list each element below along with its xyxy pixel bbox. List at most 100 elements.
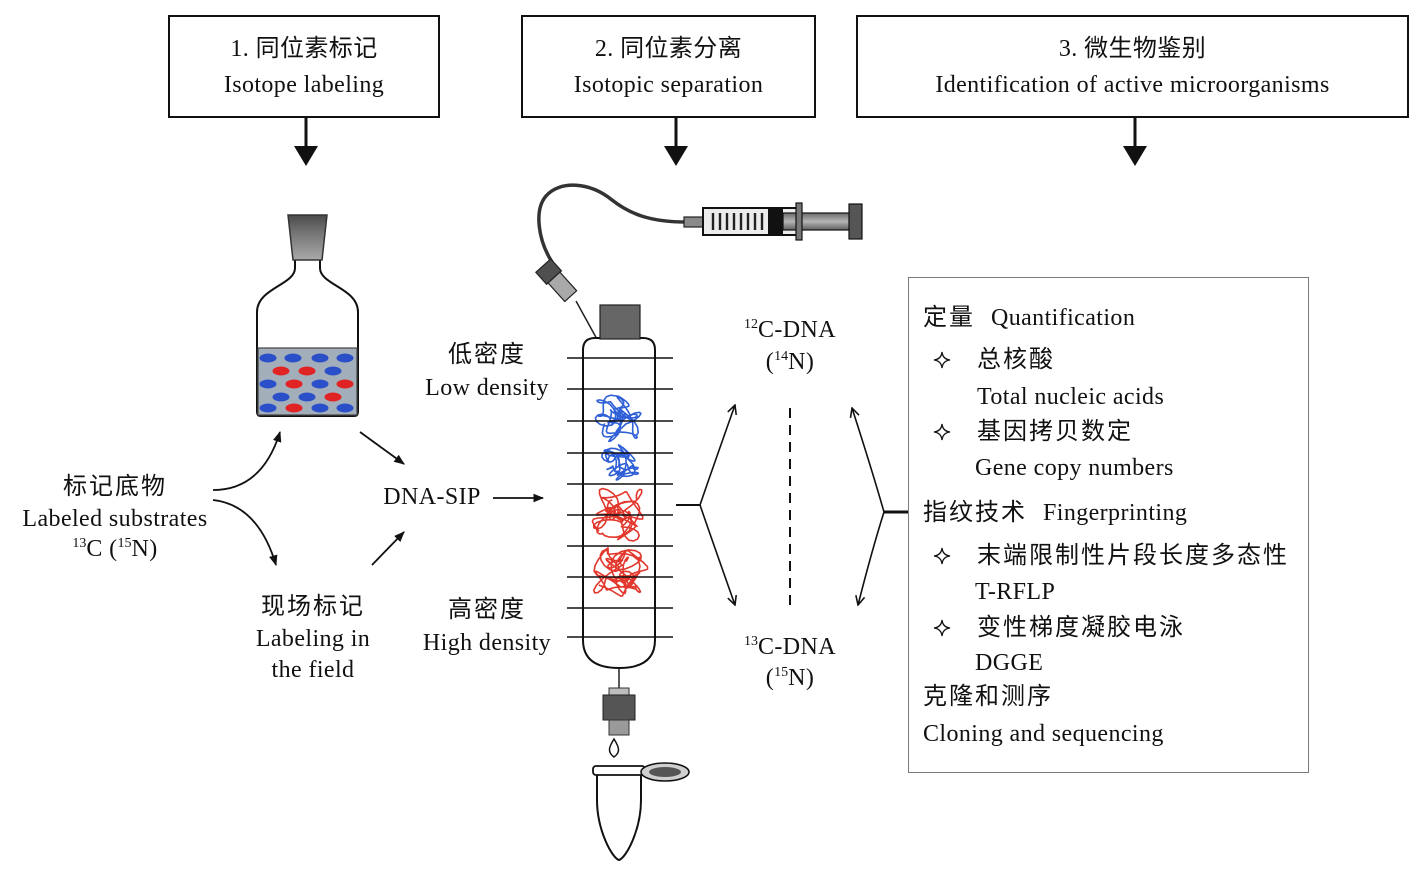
labeling-flow-arrows (212, 430, 545, 567)
blue-cell (298, 392, 316, 402)
arrow-substrate-to-bottle (212, 430, 282, 491)
syringe-plunger-rod (782, 212, 851, 231)
tube-lid-inner (649, 767, 681, 777)
light-nitrogen-label: (14N) (765, 349, 815, 375)
red-cell (285, 379, 303, 389)
step-identification: 3. 微生物鉴别 Identification of active microo… (856, 15, 1409, 118)
four-point-star-icon (933, 547, 951, 565)
cloning-heading-zh: 克隆和测序 (923, 684, 1053, 710)
blue-cell (336, 353, 354, 363)
arrow-analysis-to-light (852, 408, 885, 513)
light-dna-band (594, 394, 642, 443)
list-item-zh: 总核酸 (977, 347, 1055, 373)
fraction-arrows (676, 405, 908, 605)
red-cell (285, 403, 303, 413)
centrifuge-tube-icon (567, 304, 673, 670)
blue-cell (311, 379, 329, 389)
substrate-label-en: Labeled substrates (22, 506, 208, 532)
step-title-en: Isotopic separation (573, 71, 764, 98)
connector-needle (575, 300, 599, 342)
list-item-en: DGGE (975, 650, 1044, 676)
red-cell (272, 366, 290, 376)
tubing-connector (535, 258, 578, 303)
list-item-en: Gene copy numbers (975, 455, 1174, 481)
syringe-thumb-press (848, 203, 863, 240)
red-cell (324, 392, 342, 402)
low-density-label-zh: 低密度 (448, 342, 526, 368)
syringe-icon (537, 183, 863, 263)
method-label: DNA-SIP (383, 484, 481, 510)
tube-body (596, 774, 642, 862)
carbon-mass-number: 13 (72, 536, 87, 551)
arrow-step3-down (1123, 118, 1147, 166)
nitrogen-symbol: N) (131, 536, 158, 562)
four-point-star-icon (933, 423, 951, 441)
arrow-bottle-to-dna-sip (359, 431, 405, 465)
paren-open: ( (765, 665, 775, 691)
low-density-label-en: Low density (425, 375, 549, 401)
blue-cell (311, 403, 329, 413)
heavy-nitrogen-text: N) (788, 665, 815, 691)
blue-cell (259, 379, 277, 389)
list-item-en: Total nucleic acids (977, 384, 1165, 410)
drop-icon (608, 737, 620, 758)
heavy-dna-band (591, 487, 644, 542)
step-title-en: Isotope labeling (223, 71, 385, 98)
column-outlet (602, 668, 636, 736)
heavy-dna-text: C-DNA (758, 634, 836, 660)
step-isotope-labeling: 1. 同位素标记 Isotope labeling (168, 15, 440, 118)
field-labeling-zh: 现场标记 (261, 594, 365, 620)
arrow-step1-down (294, 118, 318, 166)
field-labeling-en-line2: the field (271, 657, 355, 683)
blue-cell (336, 403, 354, 413)
step-title-zh: 3. 微生物鉴别 (1058, 35, 1207, 62)
blue-cell (284, 353, 302, 363)
syringe-flange (795, 202, 803, 241)
four-point-star-icon (933, 619, 951, 637)
heavy-dna-label: 13C-DNA (744, 634, 836, 660)
light-nitrogen-mass: 14 (774, 349, 789, 364)
light-dna-text: C-DNA (758, 317, 836, 343)
arrow-field-to-dna-sip (371, 531, 405, 566)
tube-rim (592, 765, 646, 776)
syringe-tubing (537, 183, 687, 263)
high-density-label-zh: 高密度 (448, 597, 526, 623)
list-item: 末端限制性片段长度多态性 (933, 544, 1289, 568)
nitrogen-mass-number: 15 (117, 536, 132, 551)
light-dna-label: 12C-DNA (744, 317, 836, 343)
arrow-step2-down (664, 118, 688, 166)
heavy-nitrogen-label: (15N) (765, 665, 815, 691)
cloning-heading-en: Cloning and sequencing (923, 721, 1164, 747)
list-item-en: T-RFLP (975, 579, 1056, 605)
list-item: 基因拷贝数定 (933, 420, 1133, 444)
four-point-star-icon (933, 351, 951, 369)
substrate-isotope-label: 13C (15N) (72, 536, 158, 562)
microcentrifuge-tube-icon (592, 762, 690, 862)
heavy-mass-number: 13 (744, 634, 758, 649)
carbon-symbol: C ( (86, 536, 118, 562)
analysis-methods-panel (908, 277, 1309, 773)
red-cell (336, 379, 354, 389)
arrow-to-heavy-dna (699, 504, 735, 605)
field-labeling-en-line1: Labeling in (255, 626, 371, 652)
high-density-label-en: High density (422, 630, 552, 656)
heavy-nitrogen-mass: 15 (774, 665, 789, 680)
arrow-substrate-to-field (212, 499, 278, 567)
red-cell (298, 366, 316, 376)
step-arrows (294, 118, 1147, 166)
quantification-zh: 定量 (923, 305, 975, 331)
syringe-graduations (711, 213, 764, 230)
culture-bottle-icon (256, 214, 359, 417)
list-item: 总核酸 (933, 348, 1055, 372)
syringe-nozzle (683, 216, 706, 228)
light-nitrogen-text: N) (788, 349, 815, 375)
list-item-zh: 变性梯度凝胶电泳 (977, 615, 1185, 641)
fraction-lines (567, 357, 673, 638)
list-item: 变性梯度凝胶电泳 (933, 616, 1185, 640)
paren-open: ( (765, 349, 775, 375)
bottle-cap (287, 214, 328, 261)
